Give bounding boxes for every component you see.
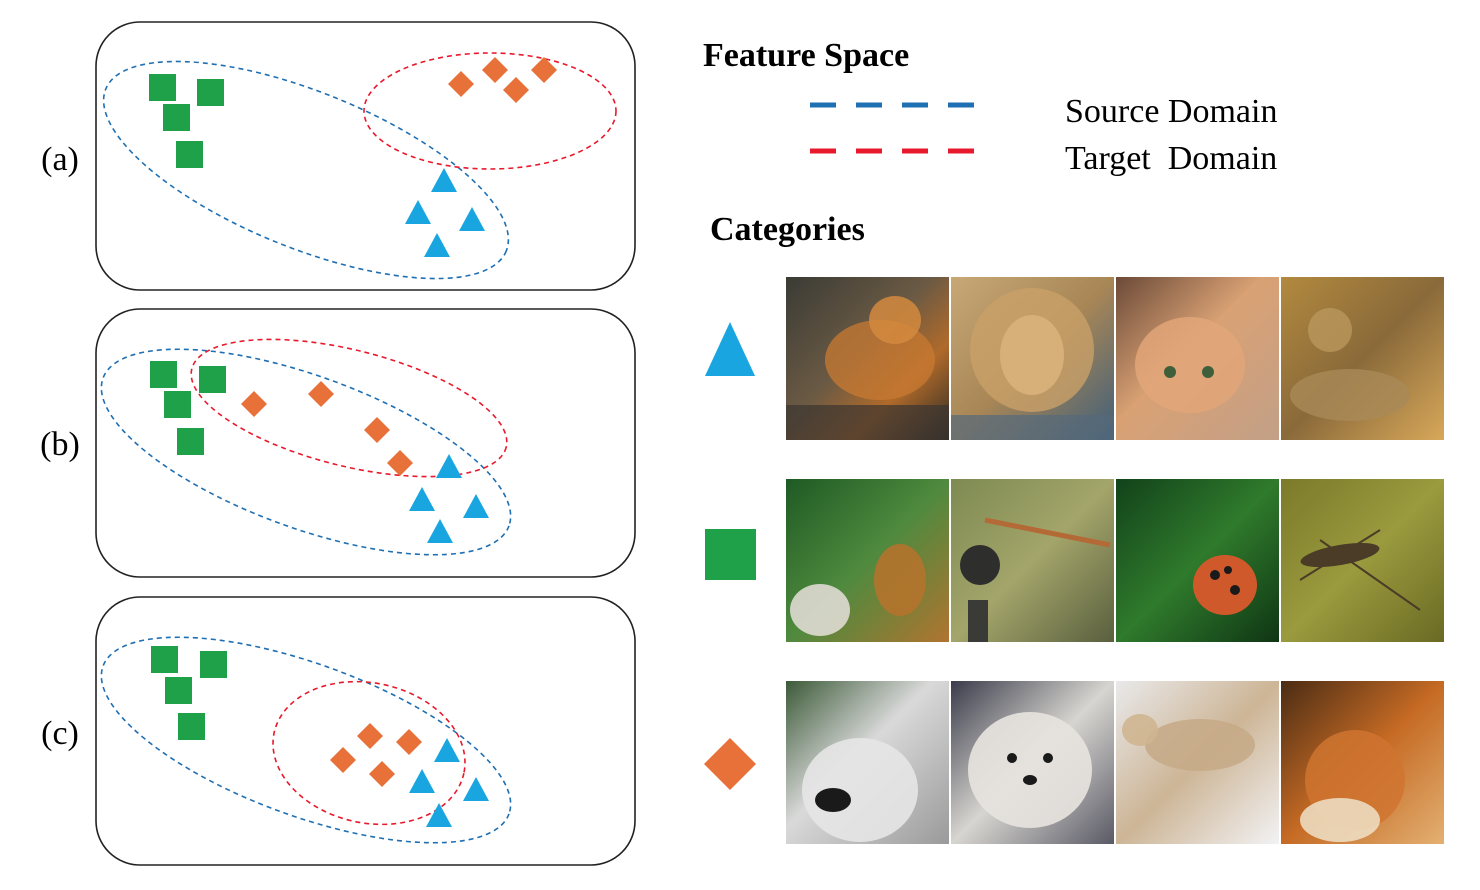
source-domain-ellipse <box>102 60 510 280</box>
square-marker <box>149 74 176 101</box>
triangle-marker <box>405 200 431 224</box>
diamond-marker <box>369 761 395 787</box>
target-domain-ellipse <box>363 52 617 170</box>
square-marker <box>176 141 203 168</box>
square-marker <box>178 713 205 740</box>
triangle-category-icon <box>705 322 755 376</box>
square-marker <box>164 391 191 418</box>
source-domain-label: Source Domain <box>1065 93 1277 130</box>
square-marker <box>199 366 226 393</box>
square-marker <box>165 677 192 704</box>
source-domain-ellipse <box>100 348 512 556</box>
poodle-photo <box>951 681 1114 844</box>
square-marker <box>197 79 224 106</box>
tiger-photo <box>786 277 949 440</box>
square-markers <box>149 74 224 168</box>
categories-section: Categories <box>704 211 1444 844</box>
diamond-markers <box>241 381 413 476</box>
diamond-marker <box>308 381 334 407</box>
panel-c: (c) <box>41 596 636 866</box>
diamond-markers <box>330 723 422 787</box>
triangle-markers <box>405 168 485 257</box>
triangle-markers <box>409 454 489 543</box>
square-markers <box>151 646 227 740</box>
husky-photo <box>786 681 949 844</box>
panel-label: (b) <box>40 426 80 463</box>
square-marker <box>177 428 204 455</box>
source-domain-ellipse <box>100 636 512 844</box>
panel-frame <box>95 21 636 291</box>
triangle-marker <box>409 487 435 511</box>
panel-label: (c) <box>41 715 79 752</box>
insect-photo <box>1281 479 1444 642</box>
insect-photo-row <box>786 479 1444 642</box>
panel-label: (a) <box>41 141 79 178</box>
diamond-marker <box>387 450 413 476</box>
triangle-marker <box>463 494 489 518</box>
diamond-marker <box>482 57 508 83</box>
diamond-category-icon <box>704 738 756 790</box>
square-marker <box>151 646 178 673</box>
diamond-markers <box>448 57 557 103</box>
diamond-marker <box>448 71 474 97</box>
target-domain-ellipse <box>190 338 508 478</box>
ladybug-photo <box>1116 479 1279 642</box>
feature-space-legend: Feature Space Source Domain Target Domai… <box>703 37 1277 177</box>
fox-photo <box>1281 681 1444 844</box>
triangle-marker <box>463 777 489 801</box>
triangle-markers <box>409 738 489 827</box>
categories-title: Categories <box>710 211 865 248</box>
diamond-marker <box>357 723 383 749</box>
dog-photo-row <box>786 681 1444 844</box>
triangle-marker <box>409 769 435 793</box>
square-marker <box>163 104 190 131</box>
leopard-photo <box>1281 277 1444 440</box>
wolf-photo <box>1116 681 1279 844</box>
triangle-marker <box>434 738 460 762</box>
lion-photo <box>951 277 1114 440</box>
triangle-marker <box>431 168 457 192</box>
square-marker <box>200 651 227 678</box>
square-marker <box>150 361 177 388</box>
diamond-marker <box>241 391 267 417</box>
panel-frame <box>95 596 636 866</box>
diamond-marker <box>531 57 557 83</box>
diamond-marker <box>364 417 390 443</box>
triangle-marker <box>436 454 462 478</box>
panel-a: (a) <box>41 21 636 291</box>
triangle-marker <box>459 207 485 231</box>
square-markers <box>150 361 226 455</box>
square-category-icon <box>705 529 756 580</box>
kitten-photo <box>1116 277 1279 440</box>
bee-photo <box>786 479 949 642</box>
triangle-marker <box>426 803 452 827</box>
target-domain-ellipse <box>272 680 466 826</box>
feature-space-title: Feature Space <box>703 37 909 74</box>
cat-photo-row <box>786 277 1444 440</box>
diamond-marker <box>503 77 529 103</box>
diamond-marker <box>396 729 422 755</box>
target-domain-label: Target Domain <box>1065 140 1277 177</box>
diamond-marker <box>330 747 356 773</box>
triangle-marker <box>424 233 450 257</box>
panel-b: (b) <box>40 308 636 578</box>
dragonfly-photo <box>951 479 1114 642</box>
triangle-marker <box>427 519 453 543</box>
panel-frame <box>95 308 636 578</box>
